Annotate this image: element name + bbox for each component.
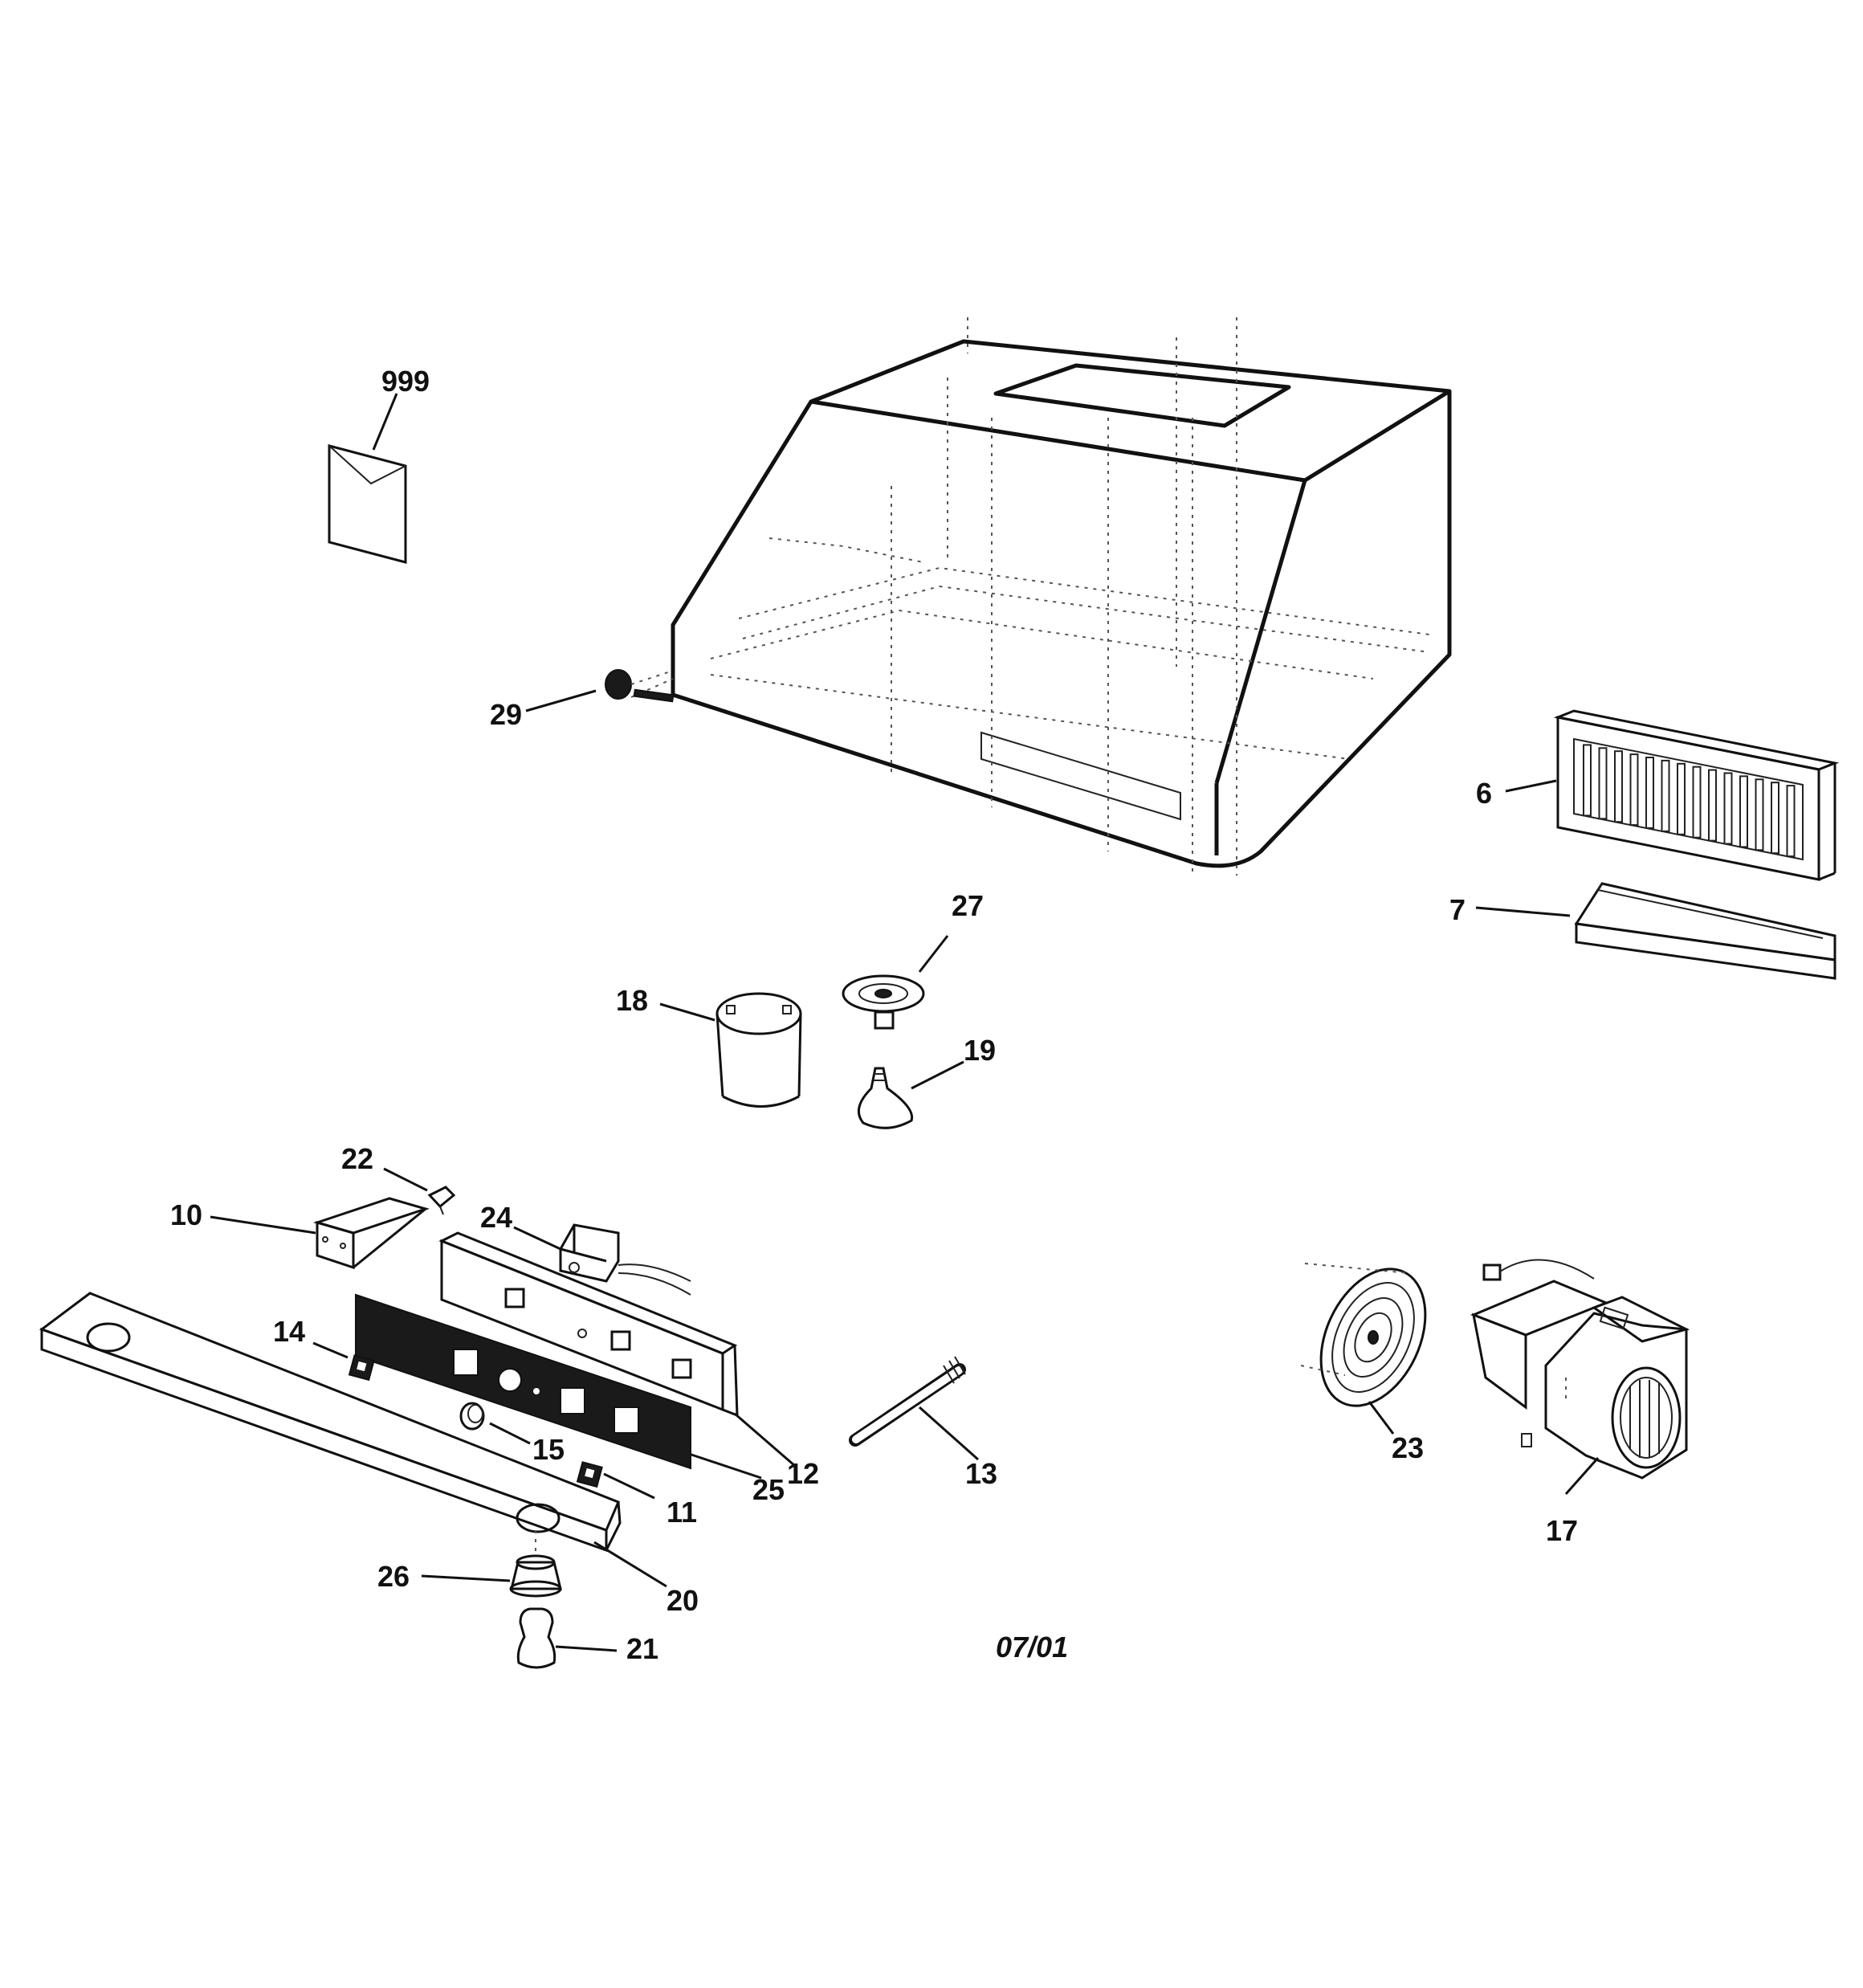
part-25-knob [459,1402,485,1431]
leader-25 [489,1422,531,1445]
part-27-lamp-socket [842,974,925,1030]
filter-slat [1677,762,1686,835]
callout-18: 18 [616,984,648,1017]
callout-999: 999 [381,365,430,398]
filter-slat [1661,759,1670,832]
part-17-blower-motor [1470,1259,1690,1480]
part-29-logo-badge [605,669,675,703]
filter-slat [1583,744,1592,817]
filter-slat [1708,769,1717,842]
callout-17: 17 [1546,1514,1578,1547]
callout-27: 27 [952,889,984,922]
leader-27 [918,935,949,973]
range-hood-body [671,317,1452,876]
leader-14 [734,1412,796,1468]
leader-26 [421,1574,511,1582]
part-26-lamp-socket [509,1530,562,1598]
part-10-bracket [312,1197,430,1270]
date-code: 07/01 [996,1631,1068,1663]
leader-21 [555,1645,618,1652]
callout-23: 23 [1392,1431,1424,1464]
part-19-light-bulb [857,1067,914,1129]
callout-13: 13 [965,1457,997,1490]
part-22-clip [427,1186,456,1215]
leader-13 [919,1406,979,1461]
part-18-capacitor [715,992,802,1108]
leader-11 [603,1472,655,1500]
filter-slat [1771,782,1779,855]
leader-18 [659,1002,715,1022]
part-21-light-bulb [516,1607,556,1669]
leader-19 [911,1060,964,1090]
part-6-grease-filter [1553,709,1840,881]
leader-12 [312,1341,349,1359]
filter-slat [1739,775,1748,848]
leader-10 [210,1215,316,1235]
filter-slat [1723,772,1733,845]
callout-12: 14 [273,1315,305,1348]
callout-22: 22 [341,1142,373,1175]
leader-23 [1368,1401,1395,1435]
filter-slat [1645,757,1654,829]
part-20-bottom-panel [39,1292,622,1553]
leader-22 [383,1167,428,1192]
leader-6 [1505,779,1557,793]
callout-11: 11 [667,1496,697,1529]
part-15-control-panel [355,1293,691,1470]
leader-17 [1564,1457,1600,1495]
filter-slat [1692,765,1702,839]
part-999-envelope [328,444,407,564]
filter-slat [1598,747,1608,820]
filter-slats [1583,744,1796,858]
part-23-blower-guard [1300,1263,1427,1407]
callout-20: 20 [667,1584,699,1617]
callout-19: 19 [964,1034,996,1067]
part-24-switch [559,1223,691,1296]
leader-7 [1475,906,1571,917]
callout-15: 25 [752,1473,785,1506]
part-13-threaded-rod [849,1356,966,1447]
leader-29 [525,689,597,712]
callout-21: 21 [626,1632,658,1665]
callout-7: 7 [1449,893,1466,926]
callout-26: 26 [377,1560,410,1593]
leader-20 [593,1541,667,1588]
leader-15 [688,1452,762,1480]
callout-25: 15 [532,1433,565,1466]
filter-slat [1755,778,1764,851]
part-12-rocker-switch [348,1354,375,1382]
callout-24: 24 [480,1201,512,1234]
part-11-rocker-switch [576,1461,603,1488]
callout-29: 29 [490,698,522,731]
leader-999 [372,393,398,451]
callout-6: 6 [1476,777,1492,810]
callout-14: 12 [787,1457,819,1490]
filter-slat [1614,750,1623,823]
callout-10: 10 [170,1198,202,1231]
leader-24 [513,1226,561,1251]
filter-slat [1786,785,1796,858]
filter-slat [1629,753,1639,827]
part-7-light-lens [1574,882,1837,980]
